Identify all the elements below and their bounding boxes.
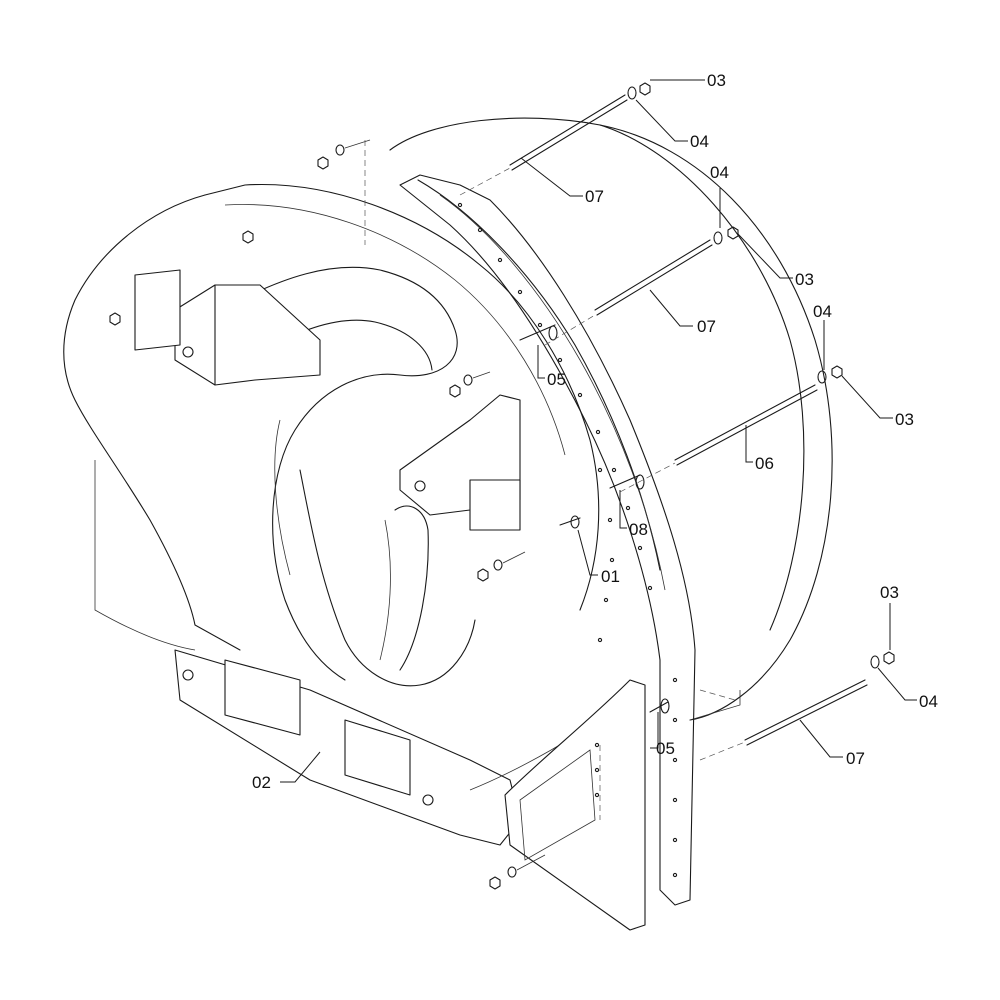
callout-01: 01 xyxy=(601,567,620,586)
callout-08: 08 xyxy=(629,520,648,539)
rear-drum-shell xyxy=(389,117,833,721)
callout-04-d: 04 xyxy=(919,692,938,711)
callout-04-a: 04 xyxy=(690,132,709,151)
callout-07-c: 07 xyxy=(846,749,865,768)
callout-03-a: 03 xyxy=(707,71,726,90)
callout-04-c: 04 xyxy=(813,302,832,321)
lower-base xyxy=(174,649,631,846)
callout-03-c: 03 xyxy=(895,410,914,429)
middle-bracket xyxy=(399,394,521,531)
callout-05-b: 05 xyxy=(656,739,675,758)
upper-bracket xyxy=(134,269,321,386)
fasteners xyxy=(109,82,895,890)
callout-05-a: 05 xyxy=(547,370,566,389)
pins xyxy=(519,324,670,714)
callout-03-b: 03 xyxy=(795,270,814,289)
front-side-plate xyxy=(504,679,646,931)
callout-04-b: 04 xyxy=(710,163,729,182)
callout-07-b: 07 xyxy=(697,317,716,336)
callout-labels: 03 04 07 04 03 07 04 03 05 06 08 01 03 0… xyxy=(252,71,938,792)
flange-holes xyxy=(457,202,678,878)
callout-06: 06 xyxy=(755,454,774,473)
callout-07-a: 07 xyxy=(585,187,604,206)
front-housing xyxy=(399,174,696,906)
leader-lines xyxy=(280,79,917,783)
callout-02: 02 xyxy=(252,773,271,792)
tie-rods xyxy=(459,94,868,761)
callout-03-d: 03 xyxy=(880,583,899,602)
outer-shroud xyxy=(63,183,600,651)
